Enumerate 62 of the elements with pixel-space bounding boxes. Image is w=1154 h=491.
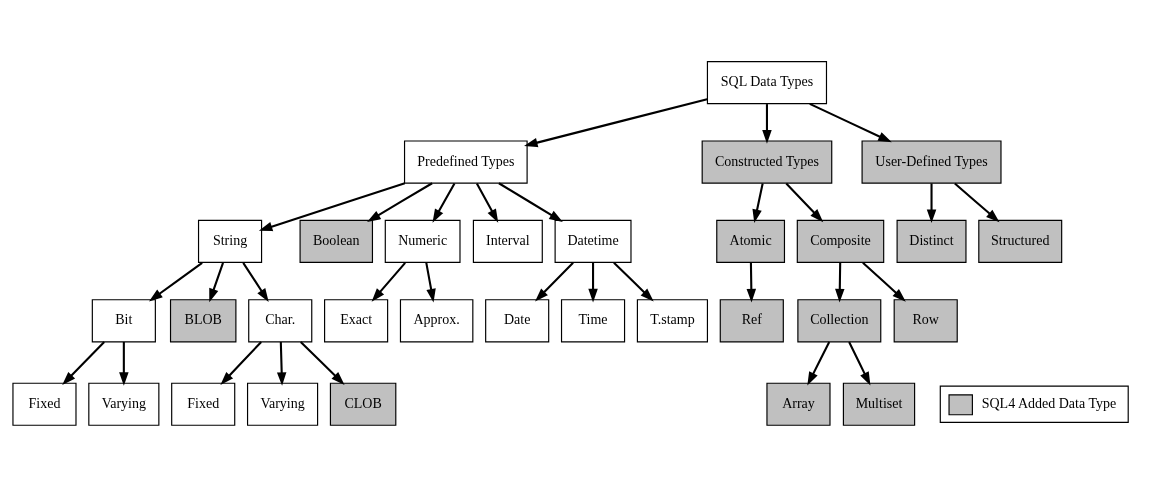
arrow — [220, 341, 262, 385]
arrow — [276, 341, 287, 386]
node-box: CLOB — [329, 382, 397, 426]
arrow — [62, 341, 105, 385]
node-box: SQL Data Types — [706, 61, 828, 105]
arrow — [149, 261, 203, 302]
arrow — [862, 262, 906, 302]
arrow — [258, 182, 406, 232]
node-box: Varying — [246, 382, 319, 426]
arrow — [848, 341, 871, 386]
arrow — [475, 182, 499, 223]
node-box: Row — [893, 299, 958, 343]
arrow — [588, 262, 598, 303]
node-box: Fixed — [12, 382, 77, 426]
arrow — [954, 182, 1000, 223]
arrow — [367, 182, 433, 222]
arrow — [752, 183, 764, 223]
arrow — [535, 262, 574, 302]
arrow — [300, 341, 345, 385]
node-box: Date — [485, 299, 550, 343]
node-box: Approx. — [399, 299, 474, 343]
arrow — [809, 102, 892, 143]
node-box: Structured — [978, 219, 1063, 263]
arrow — [762, 104, 772, 144]
arrow — [209, 262, 224, 303]
legend-label: SQL4 Added Data Type — [981, 396, 1117, 412]
node-box: Multiset — [842, 382, 916, 426]
node-box: Predefined Types — [403, 140, 528, 184]
arrow — [432, 182, 456, 223]
node-box: Distinct — [896, 219, 967, 263]
node-box: Array — [766, 382, 831, 426]
node-box: Varying — [88, 382, 160, 426]
arrow — [119, 342, 129, 386]
node-box: Fixed — [171, 382, 236, 426]
arrow — [371, 262, 406, 302]
node-box: Bit — [91, 299, 156, 343]
arrow — [498, 182, 563, 222]
node-box: BLOB — [169, 299, 237, 343]
arrow — [242, 262, 269, 302]
node-box: Ref — [719, 299, 784, 343]
node-box: Numeric — [384, 219, 461, 263]
node-box: Char. — [248, 299, 313, 343]
node-box: Constructed Types — [701, 140, 833, 184]
node-box: T.stamp — [636, 299, 708, 343]
arrow — [524, 98, 708, 148]
arrow — [807, 341, 831, 386]
arrow — [746, 262, 757, 303]
arrow — [926, 183, 937, 224]
node-box: String — [197, 219, 263, 263]
node-box: Boolean — [299, 219, 374, 263]
node-box: Collection — [797, 299, 882, 343]
arrow — [835, 262, 845, 303]
node-box: Time — [560, 299, 626, 343]
arrow — [425, 262, 436, 303]
node-box: Interval — [472, 219, 543, 263]
node-box: Atomic — [716, 219, 786, 263]
node-box: Datetime — [554, 219, 632, 263]
arrow — [785, 182, 824, 223]
node-box: Composite — [796, 219, 885, 263]
node-box: Exact — [324, 299, 389, 343]
arrow — [613, 262, 654, 302]
node-box: User-Defined Types — [861, 140, 1002, 184]
